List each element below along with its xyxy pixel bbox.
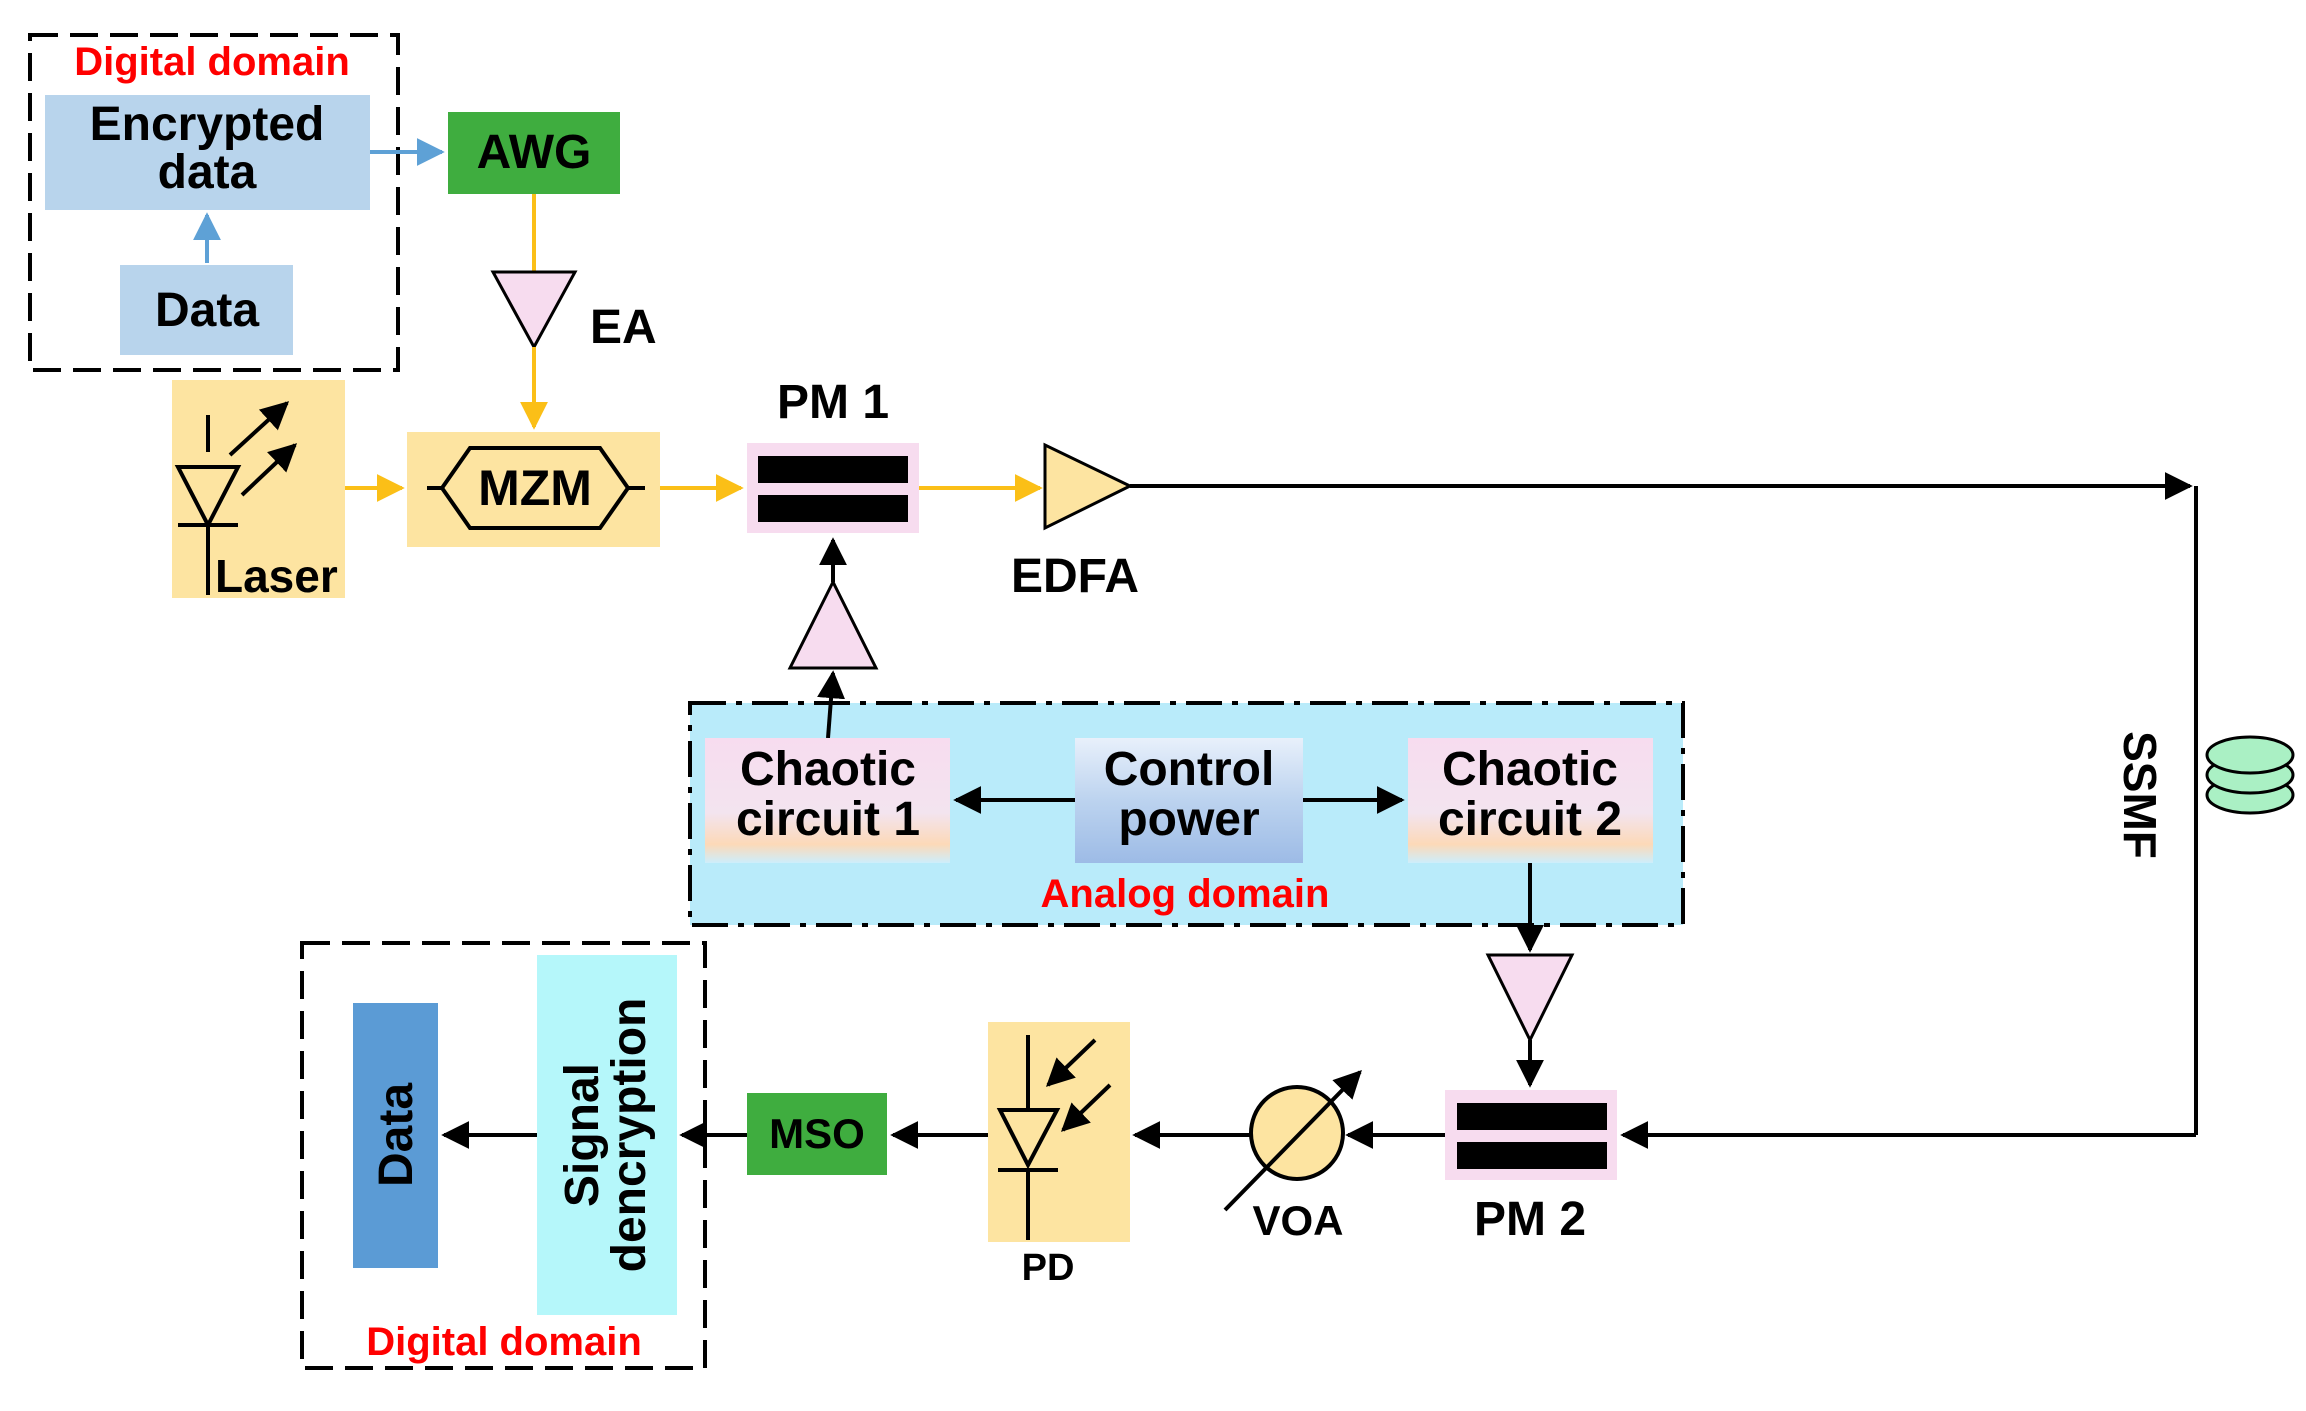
mso-label: MSO bbox=[769, 1110, 865, 1157]
edfa-amplifier-icon bbox=[1043, 442, 1134, 531]
chaotic-circuit-1-box bbox=[705, 738, 950, 863]
mso-box bbox=[747, 1093, 887, 1175]
encrypted-data-label-1: Encrypted bbox=[90, 98, 325, 151]
ssmf-fiber-coil-icon bbox=[2205, 735, 2295, 815]
pm1-lower-bar bbox=[758, 495, 908, 522]
chaotic-circuit-1-label-1: Chaotic bbox=[740, 743, 916, 796]
edfa-label: EDFA bbox=[1011, 550, 1139, 603]
data-top-box bbox=[120, 265, 293, 355]
data-top-label: Data bbox=[155, 284, 259, 337]
pm1-driver-amplifier-icon bbox=[787, 578, 879, 670]
awg-label: AWG bbox=[477, 126, 592, 179]
awg-box bbox=[448, 112, 620, 194]
laser-label: Laser bbox=[215, 550, 338, 602]
voa-attenuator-icon bbox=[1249, 1085, 1345, 1181]
pm1-label: PM 1 bbox=[777, 376, 889, 429]
ssmf-label: SSMF bbox=[2114, 731, 2166, 859]
voa-adjust-arrow bbox=[1223, 1069, 1362, 1212]
pd-label: PD bbox=[1022, 1247, 1075, 1289]
encrypted-data-box bbox=[45, 95, 370, 210]
data-bottom-box bbox=[353, 1003, 438, 1268]
chaotic-circuit-2-label-1: Chaotic bbox=[1442, 743, 1618, 796]
laser-diode-icon bbox=[174, 401, 298, 595]
photodiode-icon bbox=[996, 1035, 1112, 1240]
chaotic-circuit-1-label-2: circuit 1 bbox=[736, 793, 920, 846]
control-power-box bbox=[1075, 738, 1303, 863]
pm2-driver-amplifier-icon bbox=[1485, 953, 1575, 1044]
digital-domain-top-frame bbox=[28, 33, 400, 372]
chaotic-circuit-2-label-2: circuit 2 bbox=[1438, 793, 1622, 846]
ea-amplifier-icon bbox=[490, 270, 578, 351]
pm2-upper-bar bbox=[1457, 1103, 1607, 1130]
control-power-label-2: power bbox=[1118, 793, 1259, 846]
control-power-label-1: Control bbox=[1104, 743, 1275, 796]
encrypted-data-label-2: data bbox=[158, 146, 257, 199]
pm2-lower-bar bbox=[1457, 1142, 1607, 1169]
voa-label: VOA bbox=[1252, 1197, 1343, 1244]
mzm-label: MZM bbox=[478, 460, 592, 516]
signal-decryption-box bbox=[537, 955, 677, 1315]
data-bottom-label: Data bbox=[370, 1083, 423, 1187]
digital-domain-bottom-frame bbox=[300, 941, 707, 1370]
digital-domain-top-label: Digital domain bbox=[74, 40, 350, 84]
laser-box bbox=[172, 380, 345, 598]
ea-label: EA bbox=[590, 301, 657, 354]
chaotic1-to-amp-arrow bbox=[817, 670, 846, 739]
signal-decryption-label-2: dencryption bbox=[603, 998, 656, 1273]
digital-domain-bottom-label: Digital domain bbox=[366, 1320, 642, 1364]
pm1-upper-bar bbox=[758, 456, 908, 483]
chaotic-circuit-2-box bbox=[1408, 738, 1653, 863]
signal-decryption-label-1: Signal bbox=[556, 1063, 609, 1207]
pm2-label: PM 2 bbox=[1474, 1193, 1586, 1246]
analog-domain-label: Analog domain bbox=[1041, 872, 1330, 916]
